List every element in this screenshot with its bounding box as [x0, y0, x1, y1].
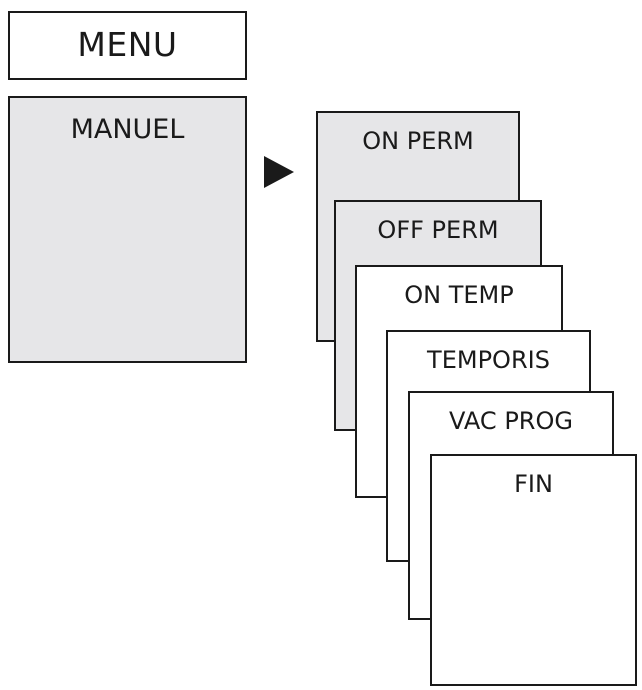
arrow-right-icon: [264, 156, 294, 188]
menu-title-box: MENU: [8, 11, 247, 80]
submenu-item-fin[interactable]: FIN: [430, 454, 637, 686]
submenu-item-label: ON TEMP: [404, 281, 514, 309]
manuel-label: MANUEL: [70, 114, 185, 145]
submenu-item-label: TEMPORIS: [427, 346, 550, 374]
submenu-item-label: OFF PERM: [377, 216, 499, 244]
manuel-menu-box[interactable]: MANUEL: [8, 96, 247, 363]
submenu-item-label: ON PERM: [362, 127, 474, 155]
menu-title: MENU: [77, 25, 178, 64]
submenu-item-label: FIN: [514, 470, 553, 498]
submenu-item-label: VAC PROG: [449, 407, 573, 435]
